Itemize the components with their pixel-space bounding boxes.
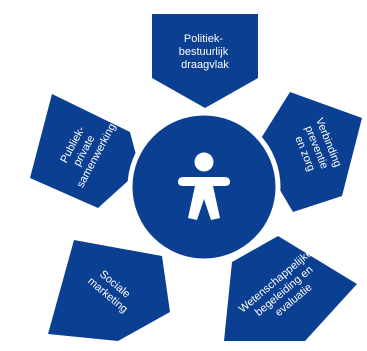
person-icon [178, 152, 230, 220]
pillar-shape-marketing [48, 240, 170, 341]
pillar-shape-prevention [255, 92, 362, 212]
pillar-label-political: Politiek- bestuurlijk draagvlak [179, 33, 232, 71]
pillar-shape-science [224, 236, 357, 341]
pillar-shapes [30, 14, 362, 341]
pillar-shape-ppp [30, 94, 140, 208]
pillar-shape-political [152, 14, 258, 108]
